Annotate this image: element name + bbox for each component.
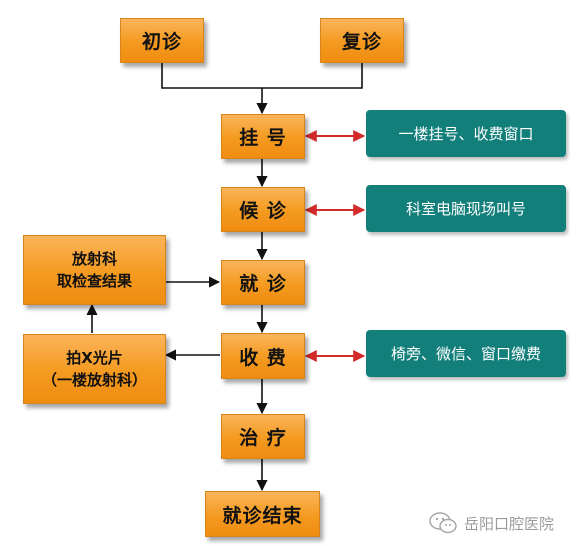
node-register-label: 挂 号 xyxy=(239,127,287,149)
merge-connector xyxy=(161,63,363,89)
node-xray: 拍X光片 （一楼放射科） xyxy=(23,334,166,404)
watermark: 岳阳口腔医院 xyxy=(428,508,554,538)
node-pay-label: 收 费 xyxy=(239,346,287,369)
wechat-icon xyxy=(429,512,457,534)
node-consult-label: 就 诊 xyxy=(239,273,287,295)
node-radiology-results: 放射科 取检查结果 xyxy=(23,235,166,305)
node-end: 就诊结束 xyxy=(205,491,320,537)
node-first-visit-label: 初诊 xyxy=(141,31,182,53)
note-register-text: 一楼挂号、收费窗口 xyxy=(398,125,534,143)
note-pay: 椅旁、微信、窗口缴费 xyxy=(366,330,566,377)
node-return-visit-label: 复诊 xyxy=(341,31,382,53)
note-register: 一楼挂号、收费窗口 xyxy=(366,110,566,157)
node-treatment: 治 疗 xyxy=(221,414,305,459)
node-return-visit: 复诊 xyxy=(320,18,404,63)
node-treatment-label: 治 疗 xyxy=(239,427,287,449)
note-wait-text: 科室电脑现场叫号 xyxy=(405,200,526,218)
note-wait: 科室电脑现场叫号 xyxy=(366,185,566,232)
node-pay: 收 费 xyxy=(221,333,305,379)
note-pay-text: 椅旁、微信、窗口缴费 xyxy=(390,345,541,363)
node-radiology-results-line2: 取检查结果 xyxy=(56,272,132,290)
node-end-label: 就诊结束 xyxy=(222,504,303,527)
node-consult: 就 诊 xyxy=(221,260,305,305)
node-first-visit: 初诊 xyxy=(120,18,204,63)
node-xray-line2: （一楼放射科） xyxy=(41,371,147,389)
node-register: 挂 号 xyxy=(221,114,305,159)
node-wait: 候 诊 xyxy=(221,187,305,232)
node-radiology-results-line1: 放射科 xyxy=(71,250,117,268)
watermark-text: 岳阳口腔医院 xyxy=(464,514,555,533)
node-wait-label: 候 诊 xyxy=(239,200,287,222)
node-xray-line1: 拍X光片 xyxy=(66,349,123,367)
